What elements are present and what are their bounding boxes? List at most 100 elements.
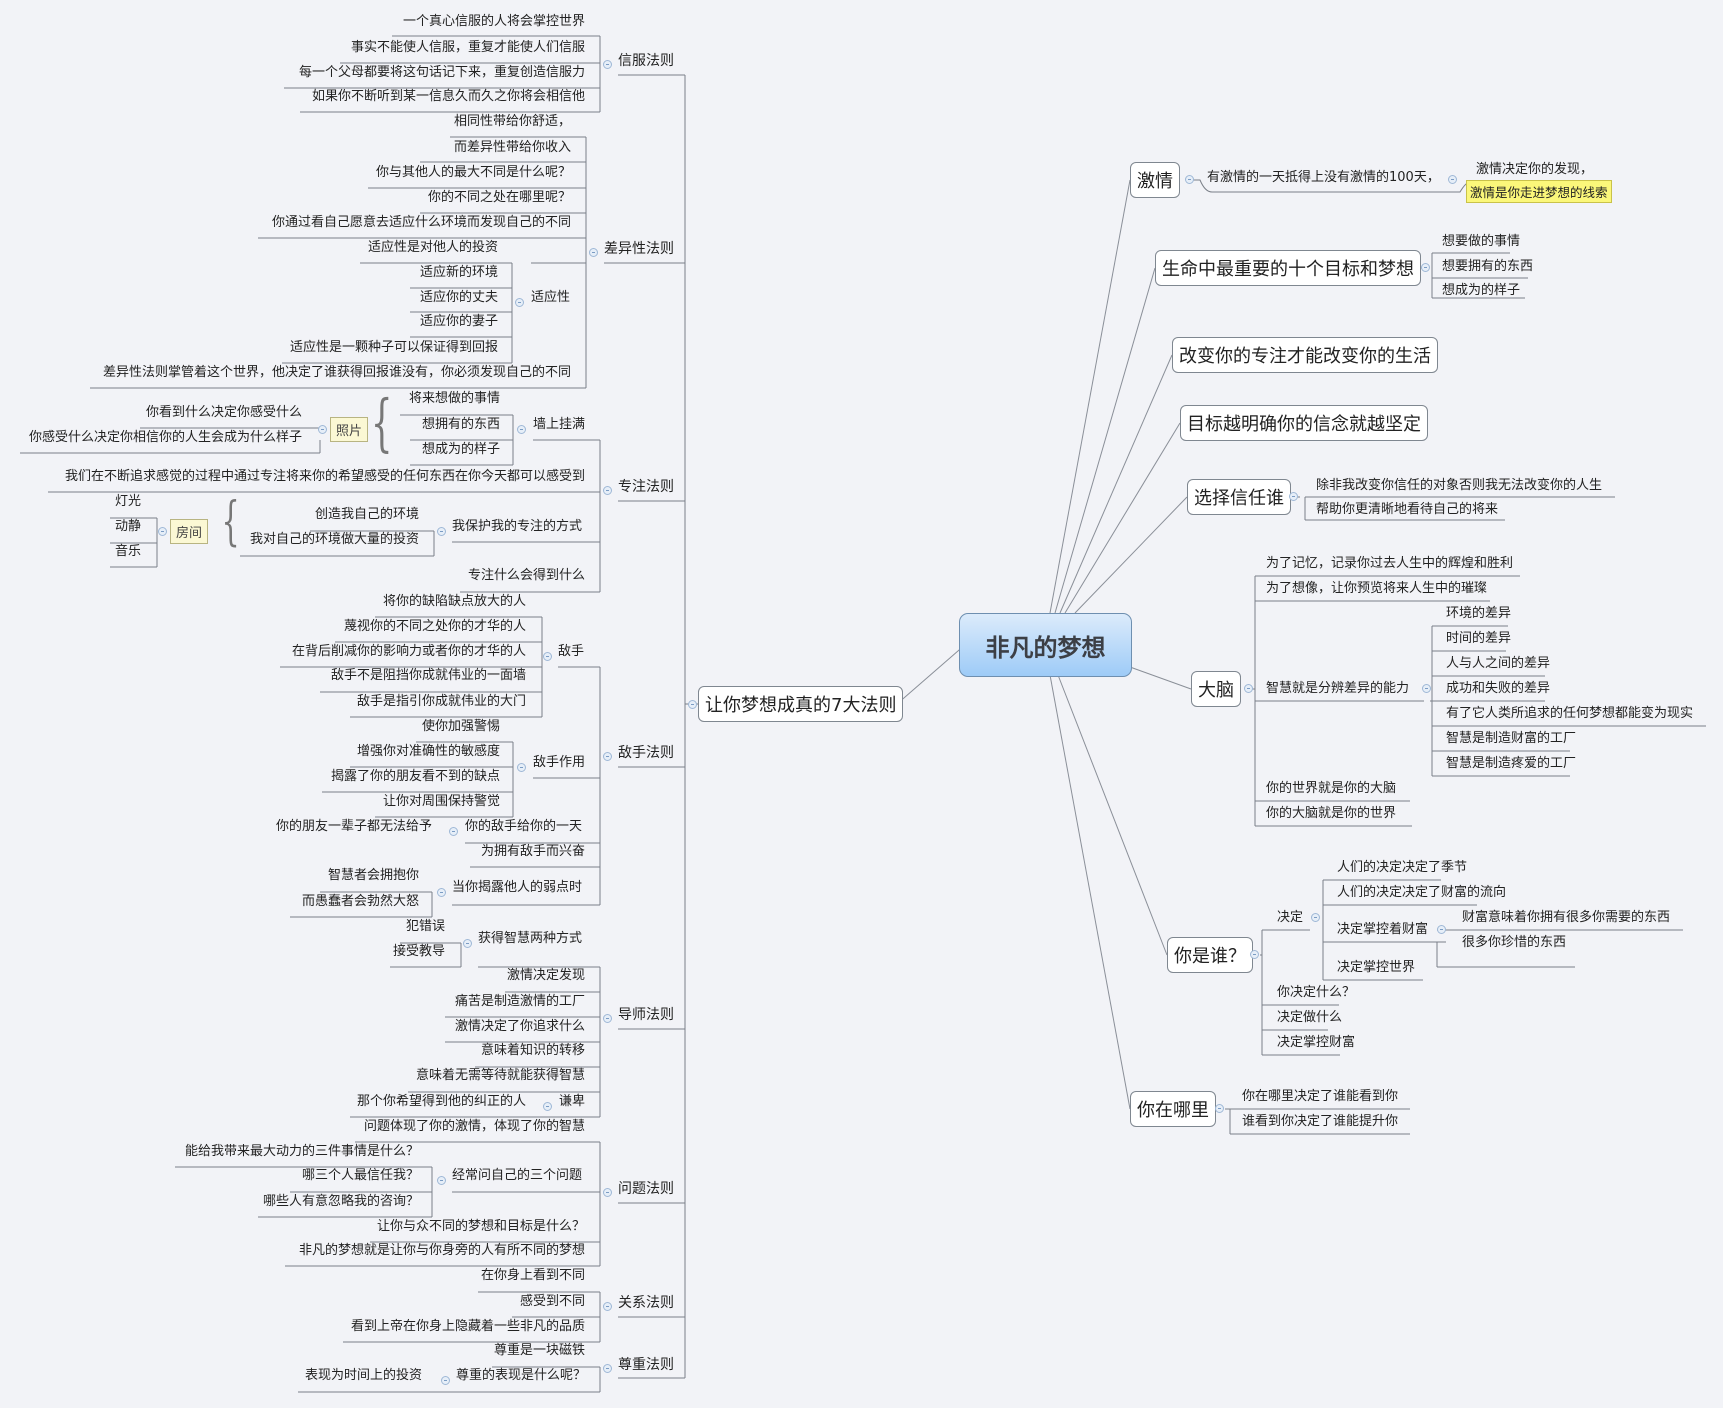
leaf[interactable]: 你看到什么决定你感受什么 xyxy=(145,405,302,420)
collapse-icon[interactable] xyxy=(543,1102,552,1111)
leaf[interactable]: 人们的决定决定了财富的流向 xyxy=(1337,885,1507,900)
leaf[interactable]: 有激情的一天抵得上没有激情的100天， xyxy=(1207,170,1440,185)
leaf[interactable]: 哪些人有意忽略我的咨询？ xyxy=(262,1194,419,1209)
leaf[interactable]: 非凡的梦想就是让你与你身旁的人有所不同的梦想 xyxy=(298,1243,585,1258)
leaf[interactable]: 揭露了你的朋友看不到的缺点 xyxy=(330,769,500,784)
leaf[interactable]: 如果你不断听到某一信息久而久之你将会相信他 xyxy=(311,89,585,104)
leaf[interactable]: 你通过看自己愿意去适应什么环境而发现自己的不同 xyxy=(271,215,571,230)
collapse-icon[interactable] xyxy=(1215,1104,1224,1113)
leaf[interactable]: 适应你的妻子 xyxy=(419,314,498,329)
leaf[interactable]: 动静 xyxy=(115,519,142,534)
leaf[interactable]: 看到上帝在你身上隐藏着一些非凡的品质 xyxy=(350,1319,585,1334)
leaf[interactable]: 每一个父母都要将这句话记下来，重复创造信服力 xyxy=(298,65,585,80)
collapse-icon[interactable] xyxy=(449,827,458,836)
collapse-icon[interactable] xyxy=(318,425,327,434)
collapse-icon[interactable] xyxy=(603,1364,612,1373)
leaf[interactable]: 适应你的丈夫 xyxy=(419,290,498,305)
subtopic-protect[interactable]: 我保护我的专注的方式 xyxy=(452,519,583,534)
collapse-icon[interactable] xyxy=(158,527,167,536)
law-mentor[interactable]: 导师法则 xyxy=(618,1007,674,1023)
leaf[interactable]: 让你与众不同的梦想和目标是什么？ xyxy=(376,1219,585,1234)
subtopic-humble[interactable]: 谦卑 xyxy=(559,1094,586,1109)
summary-room[interactable]: 房间 xyxy=(170,519,209,544)
leaf[interactable]: 你的朋友一辈子都无法给予 xyxy=(275,819,432,834)
leaf[interactable]: 决定掌控财富 xyxy=(1277,1035,1356,1050)
leaf[interactable]: 谁看到你决定了谁能提升你 xyxy=(1242,1114,1399,1129)
leaf[interactable]: 想拥有的东西 xyxy=(421,417,500,432)
collapse-icon[interactable] xyxy=(603,1302,612,1311)
topic-where[interactable]: 你在哪里 xyxy=(1130,1091,1216,1127)
law-relationship[interactable]: 关系法则 xyxy=(618,1295,674,1311)
leaf[interactable]: 适应性是一颗种子可以保证得到回报 xyxy=(289,340,498,355)
topic-belief[interactable]: 目标越明确你的信念就越坚定 xyxy=(1180,405,1428,441)
topic-passion[interactable]: 激情 xyxy=(1130,162,1180,198)
leaf[interactable]: 蔑视你的不同之处你的才华的人 xyxy=(343,619,526,634)
leaf[interactable]: 痛苦是制造激情的工厂 xyxy=(454,994,585,1009)
collapse-icon[interactable] xyxy=(437,527,446,536)
topic-trust[interactable]: 选择信任谁 xyxy=(1187,479,1291,515)
leaf[interactable]: 想要做的事情 xyxy=(1442,234,1521,249)
leaf[interactable]: 想成为的样子 xyxy=(1442,283,1521,298)
root-topic[interactable]: 非凡的梦想 xyxy=(959,613,1132,677)
leaf[interactable]: 为了想像，让你预览将来人生中的璀璨 xyxy=(1266,581,1488,596)
leaf[interactable]: 适应性是对他人的投资 xyxy=(367,240,498,255)
leaf[interactable]: 激情决定发现 xyxy=(506,968,585,983)
leaf[interactable]: 我们在不断追求感觉的过程中通过专注将来你的希望感受的任何东西在你今天都可以感受到 xyxy=(64,469,585,484)
topic-who[interactable]: 你是谁？ xyxy=(1167,937,1253,973)
leaf[interactable]: 问题体现了你的激情，体现了你的智慧 xyxy=(363,1119,585,1134)
collapse-icon[interactable] xyxy=(603,486,612,495)
collapse-icon[interactable] xyxy=(437,1176,446,1185)
leaf[interactable]: 你的大脑就是你的世界 xyxy=(1266,806,1397,821)
leaf[interactable]: 哪三个人最信任我？ xyxy=(301,1168,419,1183)
collapse-icon[interactable] xyxy=(1422,684,1431,693)
leaf[interactable]: 激情决定了你追求什么 xyxy=(454,1019,585,1034)
leaf[interactable]: 你与其他人的最大不同是什么呢？ xyxy=(375,165,571,180)
leaf[interactable]: 除非我改变你信任的对象否则我无法改变你的人生 xyxy=(1316,478,1603,493)
leaf[interactable]: 将你的缺陷缺点放大的人 xyxy=(382,594,526,609)
collapse-icon[interactable] xyxy=(437,888,446,897)
leaf[interactable]: 智慧者会拥抱你 xyxy=(327,868,419,883)
leaf[interactable]: 让你对周围保持警觉 xyxy=(382,794,500,809)
summary-photo[interactable]: 照片 xyxy=(330,417,369,442)
leaf[interactable]: 创造我自己的环境 xyxy=(314,507,419,522)
leaf[interactable]: 你感受什么决定你相信你的人生会成为什么样子 xyxy=(28,430,302,445)
subtopic-adaptability[interactable]: 适应性 xyxy=(531,290,571,305)
leaf[interactable]: 敌手是指引你成就伟业的大门 xyxy=(356,694,526,709)
leaf[interactable]: 想成为的样子 xyxy=(421,442,500,457)
leaf[interactable]: 我对自己的环境做大量的投资 xyxy=(249,532,419,547)
leaf[interactable]: 帮助你更清晰地看待自己的将来 xyxy=(1316,502,1499,517)
leaf[interactable]: 将来想做的事情 xyxy=(408,391,500,406)
collapse-icon[interactable] xyxy=(603,60,612,69)
leaf[interactable]: 事实不能使人信服，重复才能使人们信服 xyxy=(350,40,585,55)
leaf[interactable]: 在背后削减你的影响力或者你的才华的人 xyxy=(291,644,526,659)
leaf[interactable]: 你决定什么？ xyxy=(1277,985,1356,1000)
leaf[interactable]: 专注什么会得到什么 xyxy=(467,568,585,583)
leaf[interactable]: 为了记忆，记录你过去人生中的辉煌和胜利 xyxy=(1266,556,1514,571)
collapse-icon[interactable] xyxy=(517,425,526,434)
collapse-icon[interactable] xyxy=(1244,684,1253,693)
highlighted-leaf[interactable]: 激情是你走进梦想的线索 xyxy=(1466,180,1612,203)
collapse-icon[interactable] xyxy=(1437,925,1446,934)
collapse-icon[interactable] xyxy=(603,1014,612,1023)
collapse-icon[interactable] xyxy=(441,1376,450,1385)
subtopic-wisdom-ways[interactable]: 获得智慧两种方式 xyxy=(478,931,583,946)
subtopic-wall[interactable]: 墙上挂满 xyxy=(533,417,586,432)
law-question[interactable]: 问题法则 xyxy=(618,1181,674,1197)
leaf[interactable]: 你的不同之处在哪里呢？ xyxy=(427,190,571,205)
leaf[interactable]: 在你身上看到不同 xyxy=(480,1268,585,1283)
leaf[interactable]: 人们的决定决定了季节 xyxy=(1337,860,1468,875)
leaf[interactable]: 决定掌控世界 xyxy=(1337,960,1416,975)
collapse-icon[interactable] xyxy=(603,752,612,761)
subtopic-wisdom[interactable]: 智慧就是分辨差异的能力 xyxy=(1266,681,1410,696)
leaf[interactable]: 使你加强警惕 xyxy=(421,719,500,734)
leaf[interactable]: 那个你希望得到他的纠正的人 xyxy=(356,1094,526,1109)
seven-laws-topic[interactable]: 让你梦想成真的7大法则 xyxy=(698,686,904,722)
leaf[interactable]: 想要拥有的东西 xyxy=(1442,259,1534,274)
leaf[interactable]: 有了它人类所追求的任何梦想都能变为现实 xyxy=(1446,706,1694,721)
leaf[interactable]: 你的世界就是你的大脑 xyxy=(1266,781,1397,796)
leaf[interactable]: 敌手不是阻挡你成就伟业的一面墙 xyxy=(330,668,526,683)
collapse-icon[interactable] xyxy=(603,1188,612,1197)
leaf[interactable]: 表现为时间上的投资 xyxy=(304,1368,422,1383)
leaf[interactable]: 增强你对准确性的敏感度 xyxy=(356,744,500,759)
subtopic-respect-show[interactable]: 尊重的表现是什么呢？ xyxy=(456,1368,587,1383)
